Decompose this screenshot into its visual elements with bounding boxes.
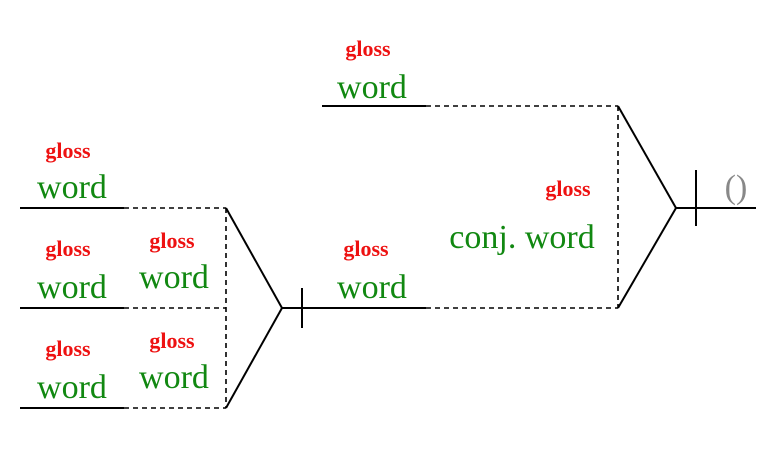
top-word: word <box>337 69 407 106</box>
left3-gloss: gloss <box>45 336 91 361</box>
mid2-word: word <box>139 259 209 296</box>
right-fork-lower <box>617 207 677 309</box>
left1-gloss: gloss <box>45 138 91 163</box>
center-word: word <box>337 269 407 306</box>
left2-gloss: gloss <box>45 236 91 261</box>
left1-word: word <box>37 169 107 206</box>
dashed-lines <box>124 105 619 409</box>
empty-predicate-placeholder: () <box>725 169 748 206</box>
right-fork-upper <box>617 105 677 209</box>
conj-word: conj. word <box>449 219 594 256</box>
solid-lines <box>20 105 756 409</box>
center-gloss: gloss <box>343 236 389 261</box>
top-gloss: gloss <box>345 36 391 61</box>
conj-gloss: gloss <box>545 176 591 201</box>
left3-word: word <box>37 369 107 406</box>
left-fork-lower <box>225 307 283 409</box>
mid2-gloss: gloss <box>149 228 195 253</box>
left-fork-upper <box>225 207 283 309</box>
labels: gloss word gloss word gloss word gloss w… <box>37 36 747 406</box>
mid3-gloss: gloss <box>149 328 195 353</box>
mid3-word: word <box>139 359 209 396</box>
left2-word: word <box>37 269 107 306</box>
